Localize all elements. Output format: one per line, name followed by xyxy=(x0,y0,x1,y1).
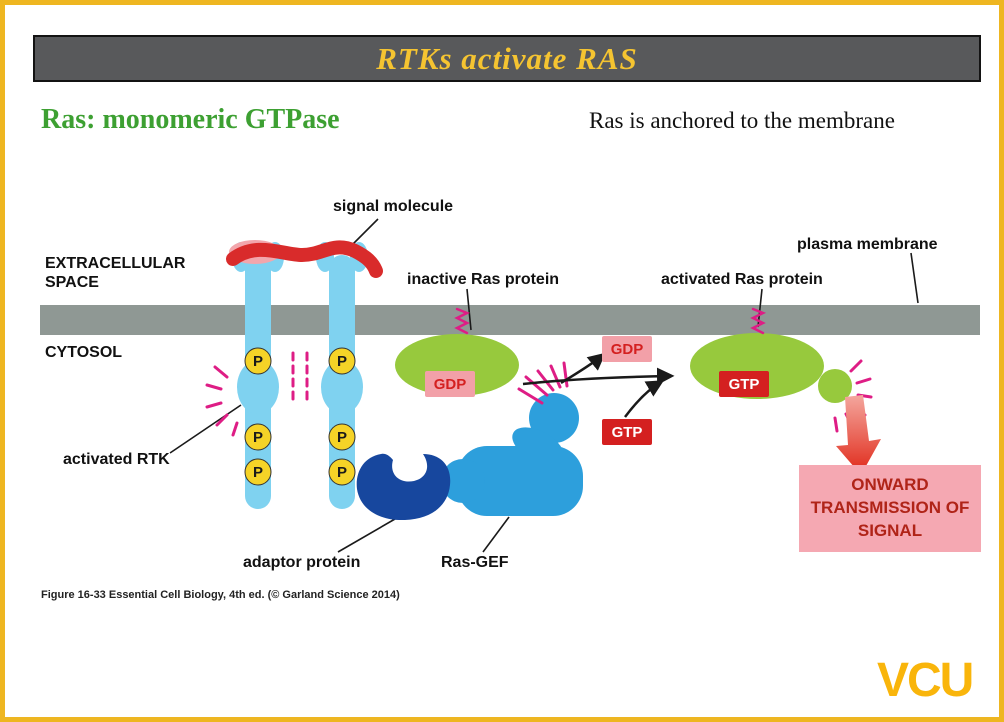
ras-gef-shape xyxy=(441,393,583,516)
phosphate-icon: P xyxy=(253,429,263,446)
gdp-release-arrow xyxy=(560,352,606,385)
onward-transmission-box: ONWARD TRANSMISSION OF SIGNAL xyxy=(799,465,981,552)
label-extracellular-line2: SPACE xyxy=(45,273,99,291)
reaction-arrows xyxy=(522,352,675,418)
phosphate-badges: P P P P P P xyxy=(244,347,356,486)
magenta-accents xyxy=(205,307,873,437)
label-activated-ras: activated Ras protein xyxy=(661,271,823,288)
label-plasma-membrane: plasma membrane xyxy=(797,236,938,253)
heading-ras-anchored: Ras is anchored to the membrane xyxy=(589,108,895,133)
label-inactive-ras: inactive Ras protein xyxy=(407,271,560,288)
gdp-badge-on-inactive-ras: GDP xyxy=(425,371,475,397)
title-bar: RTKs activate RAS xyxy=(33,35,981,82)
plasma-membrane-bar xyxy=(40,305,980,335)
phosphate-icon: P xyxy=(337,464,347,481)
phosphate-icon: P xyxy=(253,353,263,370)
slide-title: RTKs activate RAS xyxy=(376,40,638,76)
signal-molecule-red-shape xyxy=(226,240,383,278)
figure-caption: Figure 16-33 Essential Cell Biology, 4th… xyxy=(41,589,400,601)
label-signal-molecule: signal molecule xyxy=(333,198,454,215)
inactive-ras-membrane-anchor xyxy=(454,307,471,335)
gdp-badge-released: GDP xyxy=(602,336,652,362)
heading-ras-gtpase: Ras: monomeric GTPase xyxy=(41,104,340,135)
activated-ras-membrane-anchor xyxy=(750,307,767,335)
label-ras-gef: Ras-GEF xyxy=(441,554,509,571)
gtp-binding-arrow xyxy=(624,380,665,418)
phosphate-icon: P xyxy=(337,353,347,370)
label-activated-rtk: activated RTK xyxy=(63,451,170,468)
label-extracellular-space: EXTRACELLULAR SPACE xyxy=(45,255,185,293)
label-extracellular-line1: EXTRACELLULAR xyxy=(45,255,186,272)
gtp-badge-on-activated-ras: GTP xyxy=(719,371,769,397)
vcu-logo: VCU xyxy=(877,654,974,707)
gtp-badge-incoming: GTP xyxy=(602,419,652,445)
onward-signal-arrow xyxy=(836,395,881,475)
activated-ras-knob xyxy=(818,369,852,403)
phosphate-icon: P xyxy=(337,429,347,446)
gdp-gtp-exchange-arrow xyxy=(522,367,675,386)
phosphate-icon: P xyxy=(253,464,263,481)
label-connector-lines xyxy=(169,218,919,553)
label-cytosol: CYTOSOL xyxy=(45,344,123,361)
label-adaptor-protein: adaptor protein xyxy=(243,554,361,571)
adaptor-protein-shape xyxy=(356,453,451,521)
